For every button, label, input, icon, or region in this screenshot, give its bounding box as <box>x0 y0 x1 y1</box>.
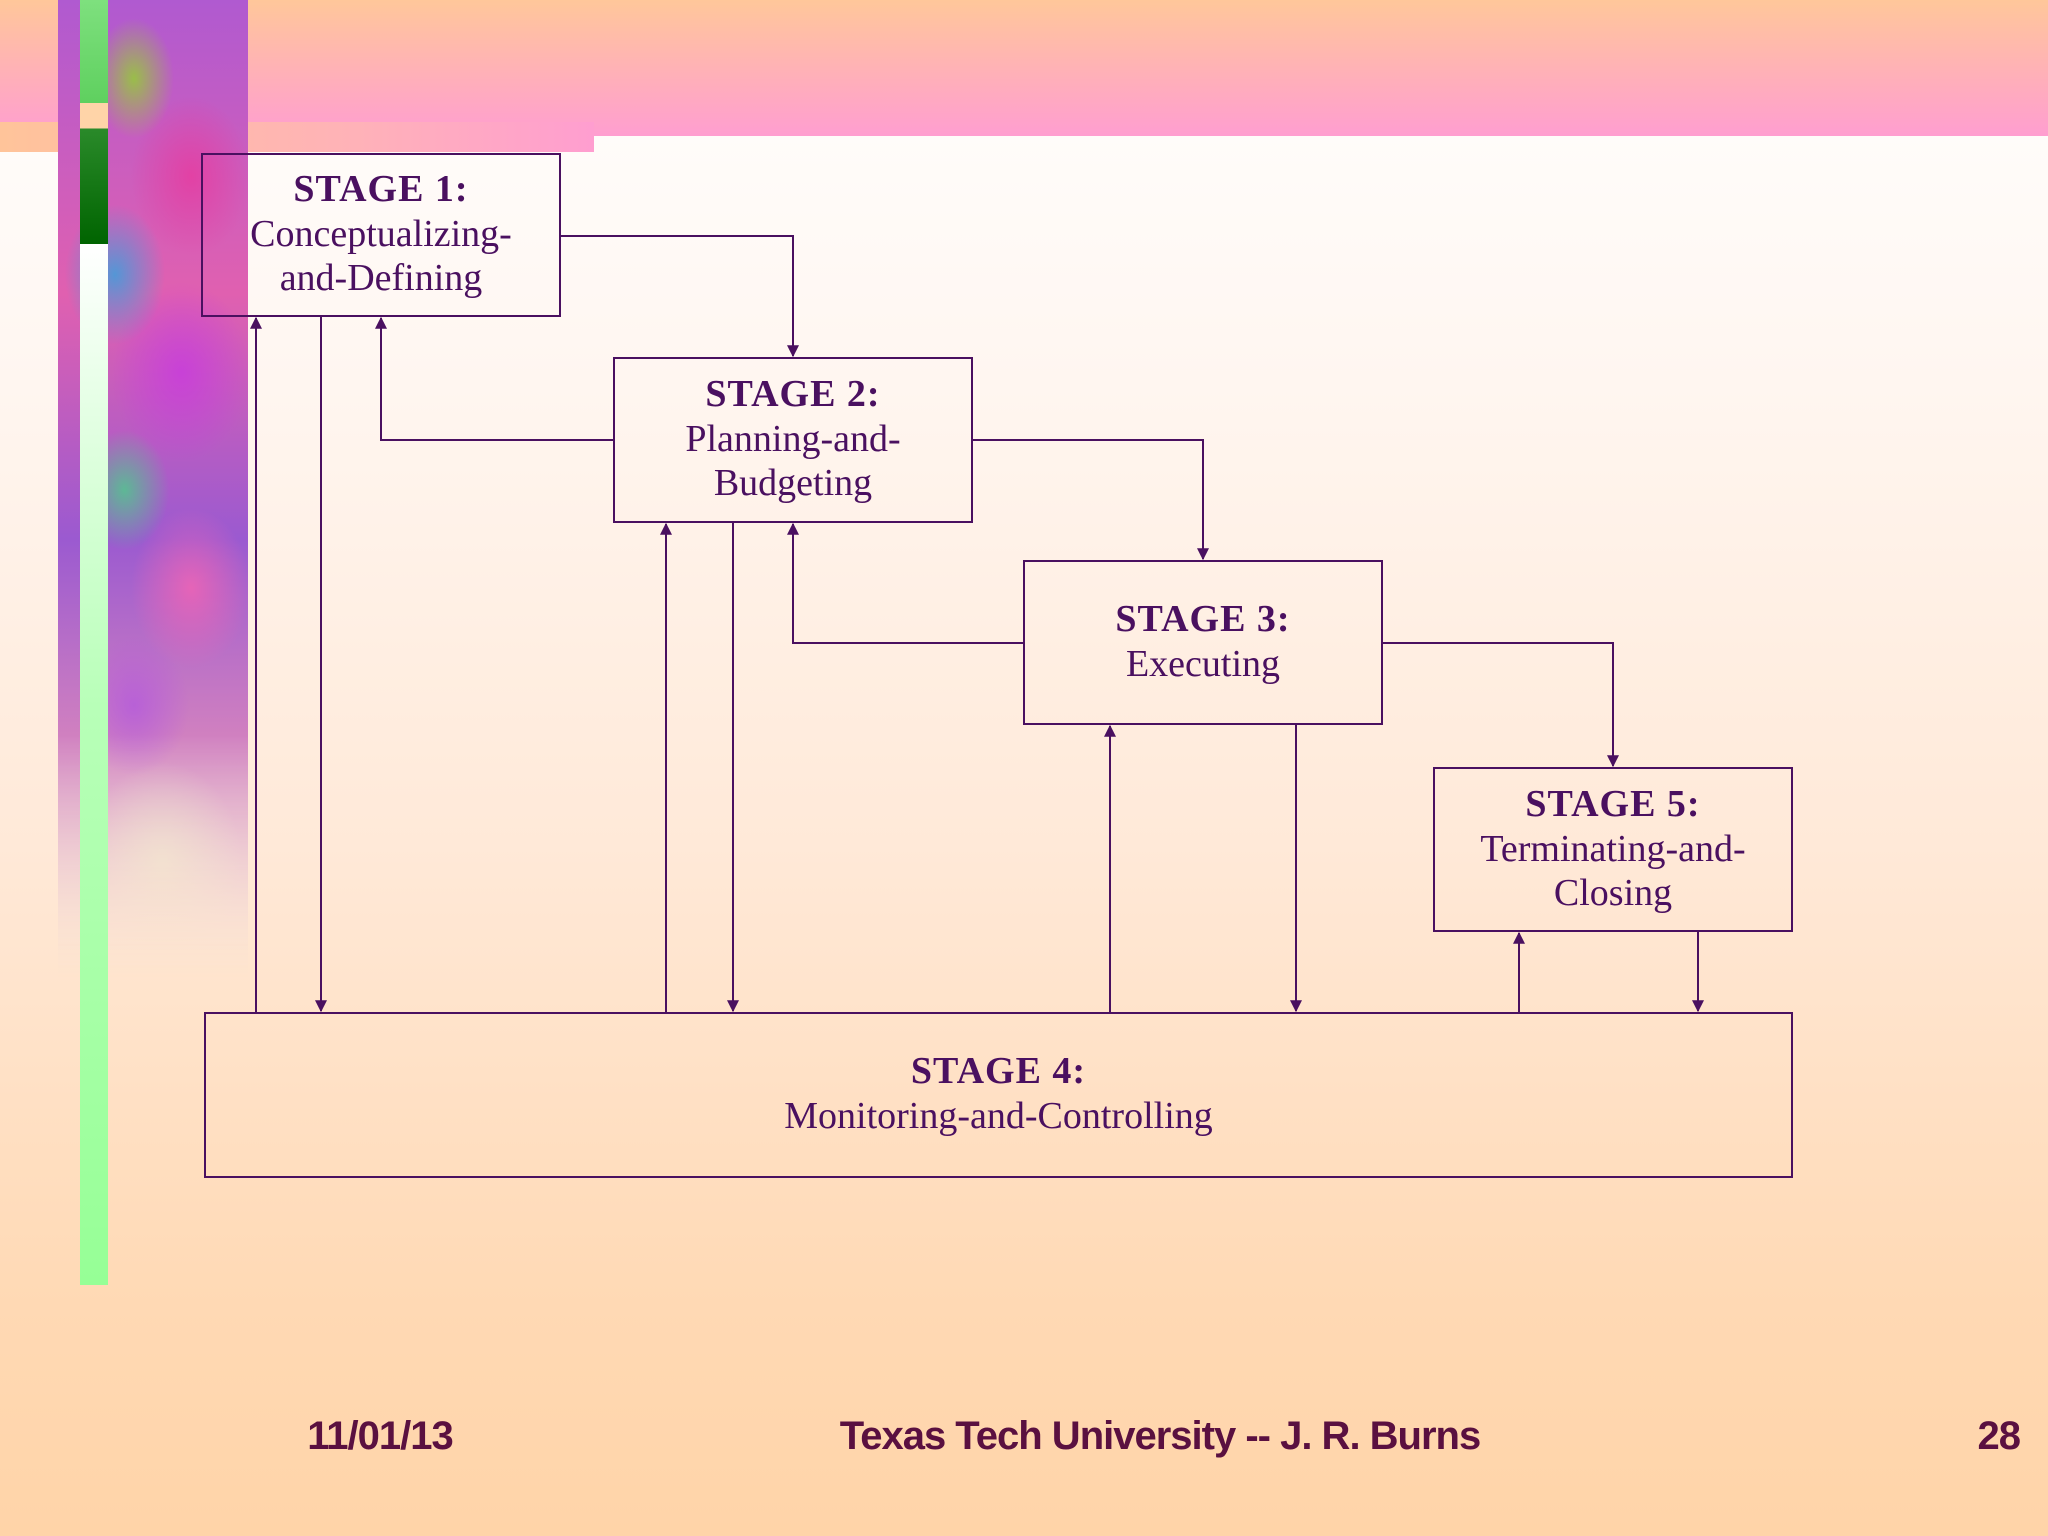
footer-center-text: Texas Tech University -- J. R. Burns <box>839 1414 1482 1458</box>
footer-date: 11/01/13 <box>307 1414 454 1458</box>
stage-3-desc: Executing <box>1125 643 1281 685</box>
stage-3-label: STAGE 3: Executing <box>1024 596 1382 686</box>
arrow-s2-to-s1 <box>375 316 614 441</box>
stage-5-title: STAGE 5: <box>1525 783 1701 825</box>
stage-2-desc: Planning-and- Budgeting <box>685 418 901 504</box>
page-number: 28 <box>1977 1414 2022 1458</box>
top-decor-band <box>0 0 2048 136</box>
stage-5-desc: Terminating-and- Closing <box>1480 828 1746 914</box>
stage-5-box <box>1433 767 1793 932</box>
arrow-s1-to-s2 <box>560 235 799 358</box>
arrow-s3-to-s2 <box>787 522 1024 644</box>
arrow-s2-to-s3 <box>972 439 1209 561</box>
stage-4-title: STAGE 4: <box>910 1050 1087 1092</box>
stage-5-label: STAGE 5: Terminating-and- Closing <box>1434 781 1792 915</box>
stage-4-desc: Monitoring-and-Controlling <box>784 1095 1213 1137</box>
stage-1-desc: Conceptualizing- and-Defining <box>250 213 512 299</box>
stage-3-title: STAGE 3: <box>1115 598 1291 640</box>
stage-4-box <box>204 1012 1793 1178</box>
arrow-s3-to-s5 <box>1382 642 1619 768</box>
stage-1-title: STAGE 1: <box>293 168 469 210</box>
stage-4-label: STAGE 4: Monitoring-and-Controlling <box>205 1048 1792 1138</box>
stage-2-label: STAGE 2: Planning-and- Budgeting <box>614 371 972 505</box>
stage-1-label: STAGE 1: Conceptualizing- and-Defining <box>202 166 560 300</box>
green-accent-bar <box>80 0 108 1285</box>
stage-2-title: STAGE 2: <box>705 373 881 415</box>
